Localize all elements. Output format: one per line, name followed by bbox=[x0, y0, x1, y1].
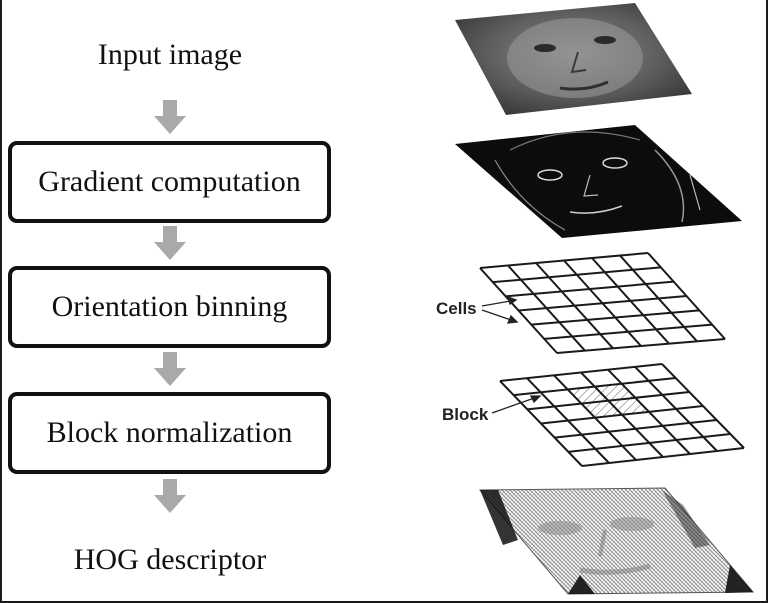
step-block-normalization: Block normalization bbox=[8, 392, 331, 474]
down-arrow-icon bbox=[152, 226, 188, 262]
grid-line bbox=[531, 309, 700, 326]
grid-line bbox=[568, 433, 731, 453]
grid-line bbox=[544, 323, 713, 340]
gradient-image bbox=[455, 125, 742, 238]
down-arrow-icon bbox=[152, 479, 188, 515]
cells-grid bbox=[479, 252, 726, 354]
grid-line bbox=[518, 295, 687, 312]
block-label: Block bbox=[442, 405, 489, 424]
down-arrow-icon bbox=[152, 100, 188, 136]
block-pointer-arrow bbox=[491, 395, 542, 414]
input-image-label: Input image bbox=[97, 38, 243, 71]
grid-line bbox=[661, 363, 745, 449]
hog-pipeline-illustration: Cells Block bbox=[400, 0, 768, 603]
grid-line bbox=[554, 419, 717, 439]
step-orientation-binning: Orientation binning bbox=[8, 266, 331, 348]
step-gradient-computation: Gradient computation bbox=[8, 141, 331, 223]
down-arrow-icon bbox=[152, 352, 188, 388]
block-grid bbox=[499, 363, 745, 467]
grid-line bbox=[556, 338, 726, 354]
hog-descriptor-label: HOG descriptor bbox=[73, 543, 267, 576]
cells-pointer-arrows bbox=[481, 295, 519, 324]
grid-line bbox=[581, 447, 745, 467]
input-face-image bbox=[455, 3, 692, 115]
grid-line bbox=[647, 252, 726, 340]
step-label: Gradient computation bbox=[38, 165, 301, 198]
step-label: Orientation binning bbox=[51, 290, 288, 323]
step-label: Block normalization bbox=[46, 416, 293, 449]
hog-descriptor-image bbox=[478, 487, 755, 595]
cells-label: Cells bbox=[436, 299, 477, 318]
